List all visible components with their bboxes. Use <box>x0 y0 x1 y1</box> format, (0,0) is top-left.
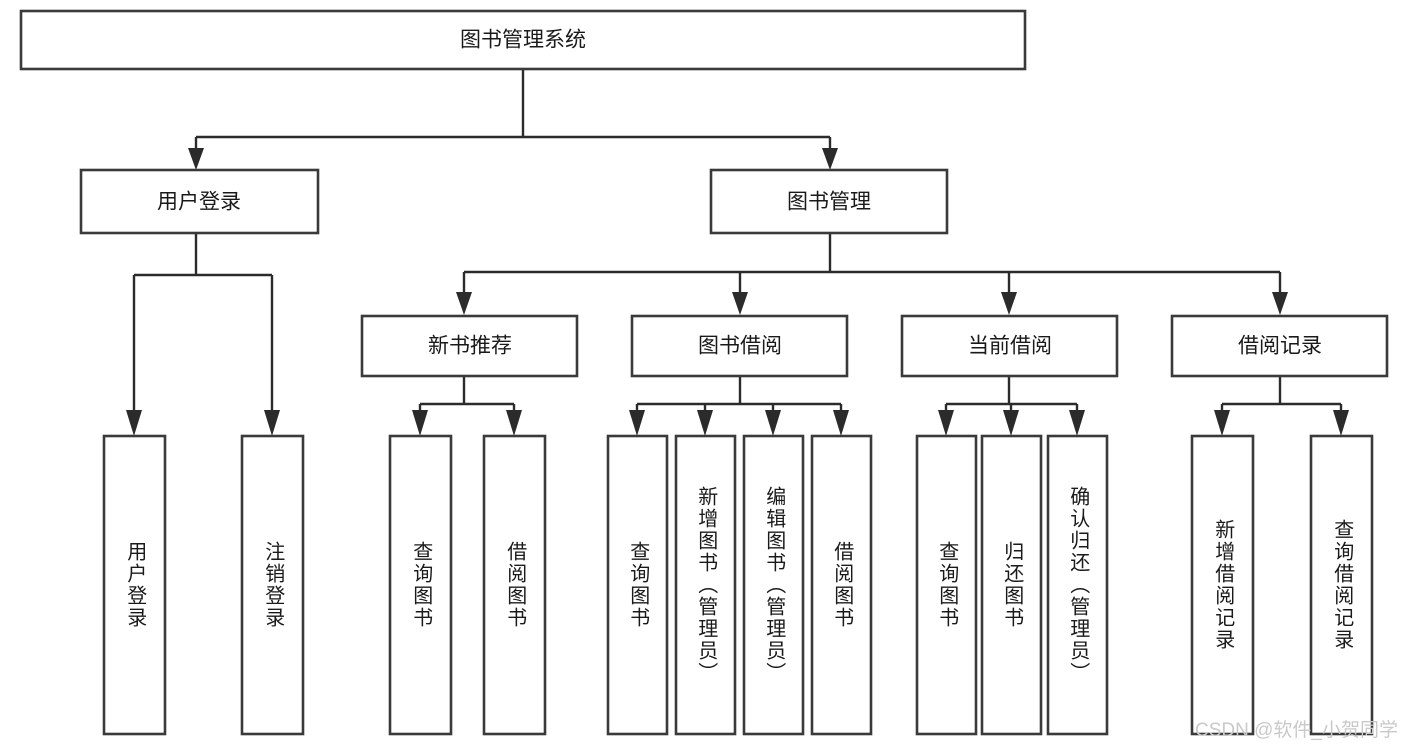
arrowhead-user-login <box>188 148 204 170</box>
node-leaf-borrow-book-1[interactable]: 借阅图书 <box>482 434 547 736</box>
node-leaf-edit-book[interactable]: 编辑图书（管理员） <box>742 434 805 736</box>
node-leaf-query-record-label: 查询借阅记录 <box>1331 519 1354 651</box>
node-new-book-recommend-label: 新书推荐 <box>428 335 512 358</box>
node-leaf-borrow-book-2[interactable]: 借阅图书 <box>810 434 873 736</box>
node-book-management-label: 图书管理 <box>787 191 871 214</box>
node-leaf-query-book-2-box[interactable] <box>606 434 669 736</box>
arrowhead-leaf-query-book-1 <box>412 410 428 436</box>
node-leaf-user-login[interactable]: 用户登录 <box>102 434 167 736</box>
node-borrow-record-box[interactable] <box>1170 314 1389 378</box>
arrowhead-new-book-recommend <box>456 292 472 315</box>
node-leaf-add-book-box[interactable] <box>674 434 737 736</box>
node-leaf-borrow-book-2-box[interactable] <box>810 434 873 736</box>
connector-layer <box>126 69 1349 436</box>
node-leaf-return-book-box[interactable] <box>980 434 1043 736</box>
node-leaf-borrow-book-1-box[interactable] <box>482 434 547 736</box>
arrowhead-book-management <box>822 148 838 170</box>
node-leaf-query-book-3-box[interactable] <box>915 434 978 736</box>
node-new-book-recommend[interactable]: 新书推荐 <box>360 314 579 378</box>
csdn-watermark: CSDN @软件_小贺同学 <box>1195 719 1398 741</box>
node-leaf-user-login-box[interactable] <box>102 434 167 736</box>
node-leaf-borrow-book-2-label: 借阅图书 <box>831 541 854 629</box>
node-leaf-user-login-label: 用户登录 <box>124 541 147 629</box>
node-book-borrow[interactable]: 图书借阅 <box>630 314 849 378</box>
node-leaf-user-logout-box[interactable] <box>240 434 305 736</box>
arrowhead-leaf-add-record <box>1214 410 1230 436</box>
node-user-login-label: 用户登录 <box>157 191 241 214</box>
node-user-login-box[interactable] <box>79 168 320 235</box>
node-leaf-return-book-label: 归还图书 <box>1001 541 1024 629</box>
node-leaf-confirm-return-box[interactable] <box>1046 434 1109 736</box>
node-book-management[interactable]: 图书管理 <box>709 168 949 235</box>
arrowhead-borrow-record <box>1272 292 1288 315</box>
node-leaf-add-record[interactable]: 新增借阅记录 <box>1190 434 1255 736</box>
node-leaf-query-book-3-label: 查询图书 <box>936 541 959 629</box>
arrowhead-leaf-add-book <box>697 410 713 436</box>
node-leaf-query-book-1-box[interactable] <box>388 434 453 736</box>
arrowhead-leaf-borrow-book-1 <box>506 410 522 436</box>
node-leaf-confirm-return-label: 确认归还（管理员） <box>1067 486 1090 684</box>
arrowhead-leaf-user-logout <box>264 410 280 436</box>
node-leaf-query-record-box[interactable] <box>1309 434 1374 736</box>
node-leaf-edit-book-box[interactable] <box>742 434 805 736</box>
node-leaf-confirm-return[interactable]: 确认归还（管理员） <box>1046 434 1109 736</box>
node-leaf-add-book[interactable]: 新增图书（管理员） <box>674 434 737 736</box>
arrowhead-book-borrow <box>732 292 748 315</box>
node-current-borrow-box[interactable] <box>900 314 1119 378</box>
node-leaf-add-book-label: 新增图书（管理员） <box>695 486 718 684</box>
node-leaf-query-book-1-label: 查询图书 <box>410 541 433 629</box>
node-current-borrow[interactable]: 当前借阅 <box>900 314 1119 378</box>
node-user-login[interactable]: 用户登录 <box>79 168 320 235</box>
node-new-book-recommend-box[interactable] <box>360 314 579 378</box>
node-leaf-query-book-3[interactable]: 查询图书 <box>915 434 978 736</box>
arrowhead-current-borrow <box>1001 292 1017 315</box>
arrowhead-leaf-return-book <box>1003 410 1019 436</box>
arrowhead-leaf-query-book-3 <box>938 410 954 436</box>
node-leaf-user-logout[interactable]: 注销登录 <box>240 434 305 736</box>
node-root-box[interactable] <box>19 9 1027 71</box>
node-leaf-add-record-label: 新增借阅记录 <box>1212 519 1235 651</box>
node-leaf-query-record[interactable]: 查询借阅记录 <box>1309 434 1374 736</box>
node-leaf-edit-book-label: 编辑图书（管理员） <box>763 486 786 684</box>
arrowhead-leaf-edit-book <box>765 410 781 436</box>
node-root-label: 图书管理系统 <box>460 29 586 52</box>
arrowhead-leaf-confirm-return <box>1069 410 1085 436</box>
node-root[interactable]: 图书管理系统 <box>19 9 1027 71</box>
node-leaf-query-book-2[interactable]: 查询图书 <box>606 434 669 736</box>
node-current-borrow-label: 当前借阅 <box>968 335 1052 358</box>
arrowhead-leaf-borrow-book-2 <box>833 410 849 436</box>
node-borrow-record-label: 借阅记录 <box>1238 335 1322 358</box>
node-leaf-query-book-1[interactable]: 查询图书 <box>388 434 453 736</box>
arrowhead-leaf-user-login <box>126 410 142 436</box>
node-book-borrow-box[interactable] <box>630 314 849 378</box>
arrowhead-leaf-query-book-2 <box>629 410 645 436</box>
node-leaf-borrow-book-1-label: 借阅图书 <box>504 541 527 629</box>
node-book-management-box[interactable] <box>709 168 949 235</box>
node-leaf-return-book[interactable]: 归还图书 <box>980 434 1043 736</box>
node-borrow-record[interactable]: 借阅记录 <box>1170 314 1389 378</box>
arrowhead-leaf-query-record <box>1333 410 1349 436</box>
node-leaf-user-logout-label: 注销登录 <box>262 541 285 629</box>
node-leaf-add-record-box[interactable] <box>1190 434 1255 736</box>
node-book-borrow-label: 图书借阅 <box>698 335 782 358</box>
node-leaf-query-book-2-label: 查询图书 <box>627 541 650 629</box>
